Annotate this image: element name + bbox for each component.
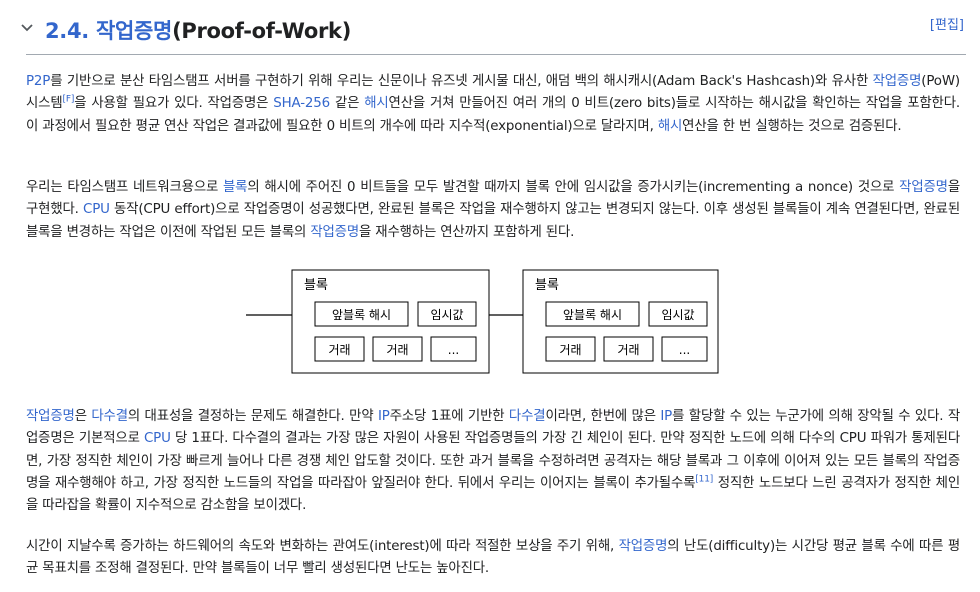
wiki-link[interactable]: SHA-256 bbox=[273, 96, 331, 112]
wiki-link[interactable]: 작업증명 bbox=[618, 539, 668, 554]
tx-box bbox=[314, 336, 365, 362]
wiki-link[interactable]: IP bbox=[660, 409, 673, 424]
paragraph-text: 연산을 거쳐 만들어진 여러 개의 0 비트(zero bits)들로 시작하는… bbox=[26, 96, 961, 134]
tx-more-box bbox=[661, 336, 708, 362]
nonce-label: 임시값 bbox=[430, 308, 463, 322]
block-title: 블록 bbox=[304, 278, 328, 293]
section-divider bbox=[26, 54, 966, 55]
paragraph-text: 이라면, 한번에 많은 bbox=[545, 409, 661, 424]
prev-hash-box bbox=[314, 301, 409, 327]
wiki-link[interactable]: 블록 bbox=[223, 180, 248, 195]
wiki-link[interactable]: IP bbox=[377, 409, 390, 424]
tx-box bbox=[545, 336, 596, 362]
nonce-box bbox=[417, 301, 477, 327]
block-chain-diagram: 블록 앞블록 해시 임시값 거래 거래 ... 블록 앞블록 해시 임시값 거래… bbox=[246, 269, 719, 374]
block-2: 블록 앞블록 해시 임시값 거래 거래 ... bbox=[522, 269, 719, 374]
prev-hash-box bbox=[545, 301, 640, 327]
paragraph-text: 를 할당할 수 있는 누군가에 의해 장악될 수 있다. 작업증명은 기본적으로 bbox=[26, 409, 961, 447]
prev-hash-label: 앞블록 해시 bbox=[332, 308, 391, 322]
wiki-link[interactable]: CPU bbox=[143, 431, 171, 447]
block-title: 블록 bbox=[535, 278, 559, 293]
paragraph-text: 을 재수행하는 연산까지 포함하게 된다. bbox=[359, 224, 575, 240]
paragraph-text: 의 해시에 주어진 0 비트들을 모두 발견할 때까지 블록 안에 임시값을 증… bbox=[247, 180, 900, 195]
paragraph-text: 연산을 한 번 실행하는 것으로 검증된다. bbox=[682, 118, 902, 134]
footnote-ref[interactable]: [11] bbox=[695, 474, 714, 485]
block-1: 블록 앞블록 해시 임시값 거래 거래 ... bbox=[291, 269, 490, 374]
paragraph-2: 우리는 타임스탬프 네트워크용으로 블록의 해시에 주어진 0 비트들을 모두 … bbox=[26, 177, 960, 244]
paragraph-1: P2P를 기반으로 분산 타임스탬프 서버를 구현하기 위해 우리는 신문이나 … bbox=[26, 71, 960, 138]
wiki-link[interactable]: 작업증명 bbox=[310, 224, 359, 240]
section-title-en: (Proof-of-Work) bbox=[172, 19, 352, 43]
paragraph-4: 시간이 지날수록 증가하는 하드웨어의 속도와 변화하는 관여도(interes… bbox=[26, 536, 960, 581]
wiki-link[interactable]: 작업증명 bbox=[899, 180, 948, 195]
wiki-link[interactable]: 해시 bbox=[364, 96, 389, 112]
prev-hash-label: 앞블록 해시 bbox=[563, 308, 622, 322]
wiki-link[interactable]: 해시 bbox=[657, 118, 683, 134]
paragraph-text: 주소당 1표에 기반한 bbox=[389, 409, 509, 424]
tx-more-label: ... bbox=[679, 343, 690, 357]
tx-box bbox=[372, 336, 423, 362]
paragraph-text: 시간이 지날수록 증가하는 하드웨어의 속도와 변화하는 관여도(interes… bbox=[26, 539, 619, 554]
paragraph-text: 정직한 노드보다 느린 공격자가 정직한 체인을 따라잡을 확률이 지수적으로 … bbox=[26, 475, 960, 514]
tx-more-label: ... bbox=[448, 343, 459, 357]
wiki-link[interactable]: CPU bbox=[83, 202, 110, 218]
nonce-box bbox=[648, 301, 708, 327]
tx-label: 거래 bbox=[559, 343, 581, 357]
chevron-down-icon[interactable] bbox=[19, 20, 35, 36]
tx-label: 거래 bbox=[386, 343, 408, 357]
section-header: 2.4. 작업증명(Proof-of-Work) [편집] bbox=[0, 0, 980, 56]
paragraph-text: 을 사용할 필요가 있다. 작업증명은 bbox=[74, 96, 274, 112]
paragraph-text: 당 1표다. 다수결의 결과는 가장 많은 자원이 사용된 작업증명들의 가장 … bbox=[26, 431, 960, 491]
paragraph-text: 같은 bbox=[330, 96, 365, 112]
wiki-link[interactable]: 작업증명 bbox=[872, 74, 922, 89]
wiki-link[interactable]: 다수결 bbox=[91, 409, 128, 424]
tx-label: 거래 bbox=[617, 343, 639, 357]
tx-more-box bbox=[430, 336, 477, 362]
tx-box bbox=[603, 336, 654, 362]
wiki-link[interactable]: 다수결 bbox=[508, 409, 546, 424]
wiki-link[interactable]: 작업증명 bbox=[26, 409, 75, 424]
paragraph-3: 작업증명은 다수결의 대표성을 결정하는 문제도 해결한다. 만약 IP주소당 … bbox=[26, 406, 960, 517]
paragraph-text: 을 구현했다. bbox=[26, 180, 961, 218]
wiki-link[interactable]: P2P bbox=[26, 74, 51, 89]
section-number: 2.4. bbox=[45, 19, 89, 43]
paragraph-text: 의 난도(difficulty)는 시간당 평균 블록 수에 따른 평균 목표치… bbox=[26, 539, 960, 577]
paragraph-text: 은 bbox=[74, 409, 92, 424]
paragraph-text: 동작(CPU effort)으로 작업증명이 성공했다면, 완료된 블록은 작업… bbox=[26, 202, 961, 240]
paragraph-text: (PoW) 시스템 bbox=[26, 74, 960, 112]
paragraph-text: 의 대표성을 결정하는 문제도 해결한다. 만약 bbox=[127, 409, 378, 424]
tx-label: 거래 bbox=[328, 343, 350, 357]
section-title-ko: 작업증명 bbox=[96, 19, 173, 43]
nonce-label: 임시값 bbox=[661, 308, 694, 322]
paragraph-text: 를 기반으로 분산 타임스탬프 서버를 구현하기 위해 우리는 신문이나 유즈넷… bbox=[50, 74, 873, 89]
section-title: 2.4. 작업증명(Proof-of-Work) bbox=[45, 15, 351, 45]
edit-link[interactable]: [편집] bbox=[929, 18, 964, 33]
footnote-ref[interactable]: [F] bbox=[62, 94, 75, 105]
paragraph-text: 우리는 타임스탬프 네트워크용으로 bbox=[26, 180, 224, 195]
